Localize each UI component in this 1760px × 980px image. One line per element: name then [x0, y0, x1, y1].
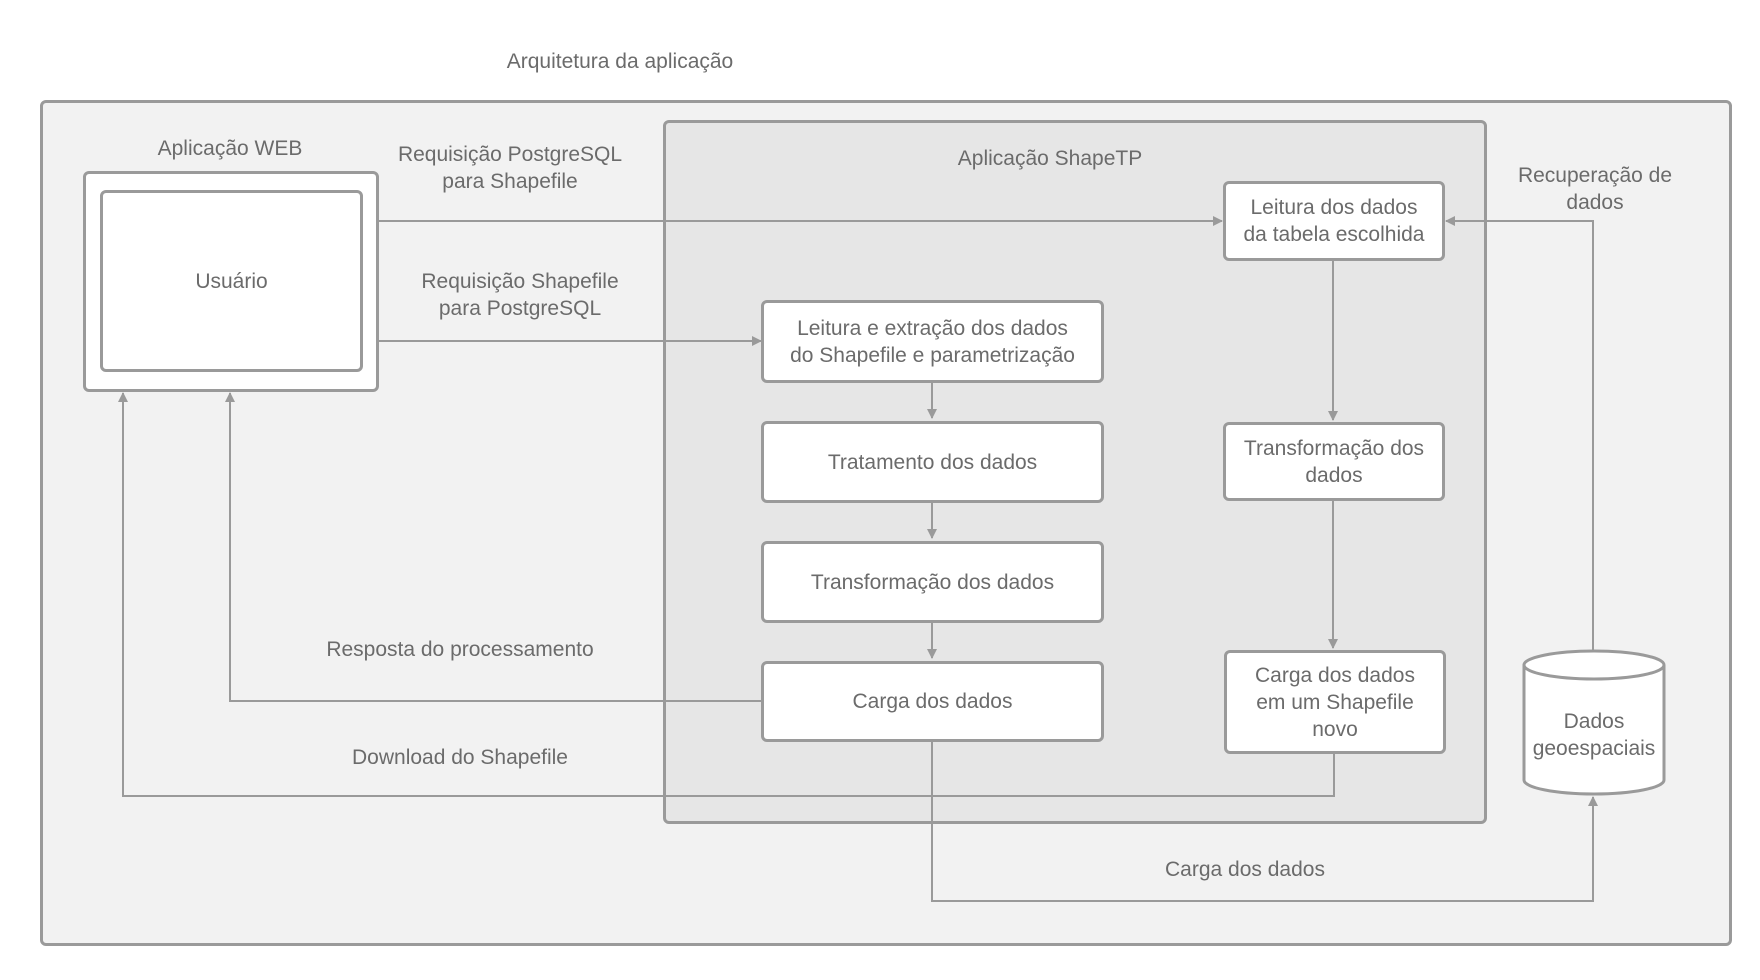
web-app-label: Aplicação WEB [157, 137, 303, 160]
edge-load [931, 742, 1598, 902]
user-box: Usuário [100, 190, 363, 372]
database-cylinder [1522, 649, 1666, 796]
label-retrieval: Recuperação de dados [1517, 164, 1673, 214]
edge-retrieval [1445, 216, 1594, 651]
process-transform-right: Transformação dos dados [1223, 422, 1445, 501]
database-label: Dados geoespaciais [1532, 710, 1656, 760]
label-req-shp-to-pg: Requisição Shapefile para PostgreSQL [421, 270, 619, 320]
label-download: Download do Shapefile [352, 746, 568, 769]
diagram-title: Arquitetura da aplicação [506, 50, 734, 73]
edge-download [118, 392, 1335, 797]
label-load: Carga dos dados [1165, 858, 1325, 881]
process-read-shapefile: Leitura e extração dos dados do Shapefil… [761, 300, 1104, 383]
label-req-pg-to-shp: Requisição PostgreSQL para Shapefile [397, 143, 623, 193]
process-data-load: Carga dos dados [761, 661, 1104, 742]
shapetp-label: Aplicação ShapeTP [957, 147, 1143, 170]
process-load-new-shapefile: Carga dos dados em um Shapefile novo [1224, 650, 1446, 754]
edge-response [225, 392, 761, 702]
label-response: Resposta do processamento [326, 638, 594, 661]
process-data-transform: Transformação dos dados [761, 541, 1104, 623]
process-data-treatment: Tratamento dos dados [761, 421, 1104, 503]
process-read-table: Leitura dos dados da tabela escolhida [1223, 181, 1445, 261]
